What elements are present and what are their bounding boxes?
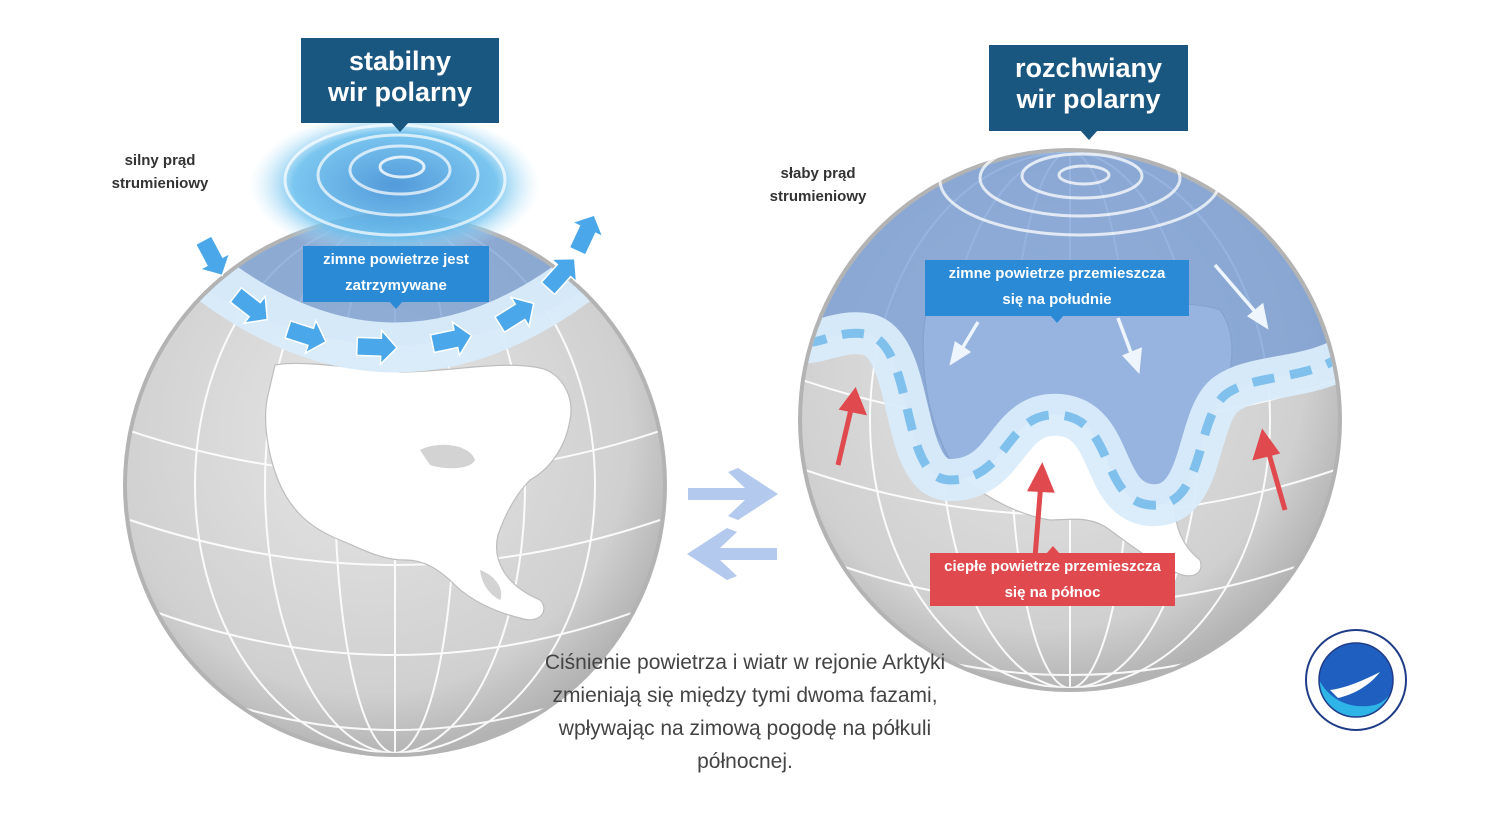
right-title-line2: wir polarny	[1016, 84, 1161, 114]
north-america-land	[265, 362, 572, 621]
right-warm-air-label: ciepłe powietrze przemieszcza się na pół…	[930, 546, 1175, 606]
right-cold-air-label: zimne powietrze przemieszcza się na połu…	[925, 260, 1189, 323]
right-title-line1: rozchwiany	[1014, 53, 1163, 83]
left-jet-label: silny prąd strumieniowy	[95, 149, 225, 195]
right-globe	[798, 123, 1342, 692]
right-cold-air-line1: zimne powietrze przemieszcza	[948, 265, 1166, 282]
caption-text: Ciśnienie powietrza i wiatr w rejonie Ar…	[544, 651, 946, 773]
left-title-box: stabilny wir polarny	[301, 38, 499, 132]
right-jet-label-line2: strumieniowy	[769, 188, 867, 205]
left-jet-label-line2: strumieniowy	[111, 175, 209, 192]
cold-air-arrows	[949, 263, 1269, 375]
left-title-line2: wir polarny	[327, 77, 473, 107]
left-jet-arrows	[194, 214, 605, 367]
noaa-logo	[1305, 629, 1407, 731]
right-warm-air-line1: ciepłe powietrze przemieszcza	[944, 558, 1161, 575]
arrow-right-icon	[688, 468, 778, 520]
right-title-box: rozchwiany wir polarny	[989, 45, 1188, 140]
right-jet-label-line1: słaby prąd	[780, 165, 856, 182]
right-cold-air-line2: się na południe	[1002, 291, 1112, 308]
left-jet-label-line1: silny prąd	[124, 152, 196, 169]
left-cold-air-line2: zatrzymywane	[345, 277, 447, 294]
left-title-line1: stabilny	[348, 46, 452, 76]
left-globe	[123, 110, 667, 757]
phase-change-arrows	[687, 468, 778, 580]
right-warm-air-line2: się na północ	[1004, 584, 1101, 601]
left-cold-air-line1: zimne powietrze jest	[323, 251, 469, 268]
warm-air-arrows	[835, 386, 1288, 571]
left-vortex	[250, 110, 540, 260]
right-jet-flow	[804, 328, 1338, 510]
left-cold-air-label: zimne powietrze jest zatrzymywane	[303, 246, 489, 309]
arrow-left-icon	[687, 528, 777, 580]
right-jet-label: słaby prąd strumieniowy	[753, 162, 883, 208]
